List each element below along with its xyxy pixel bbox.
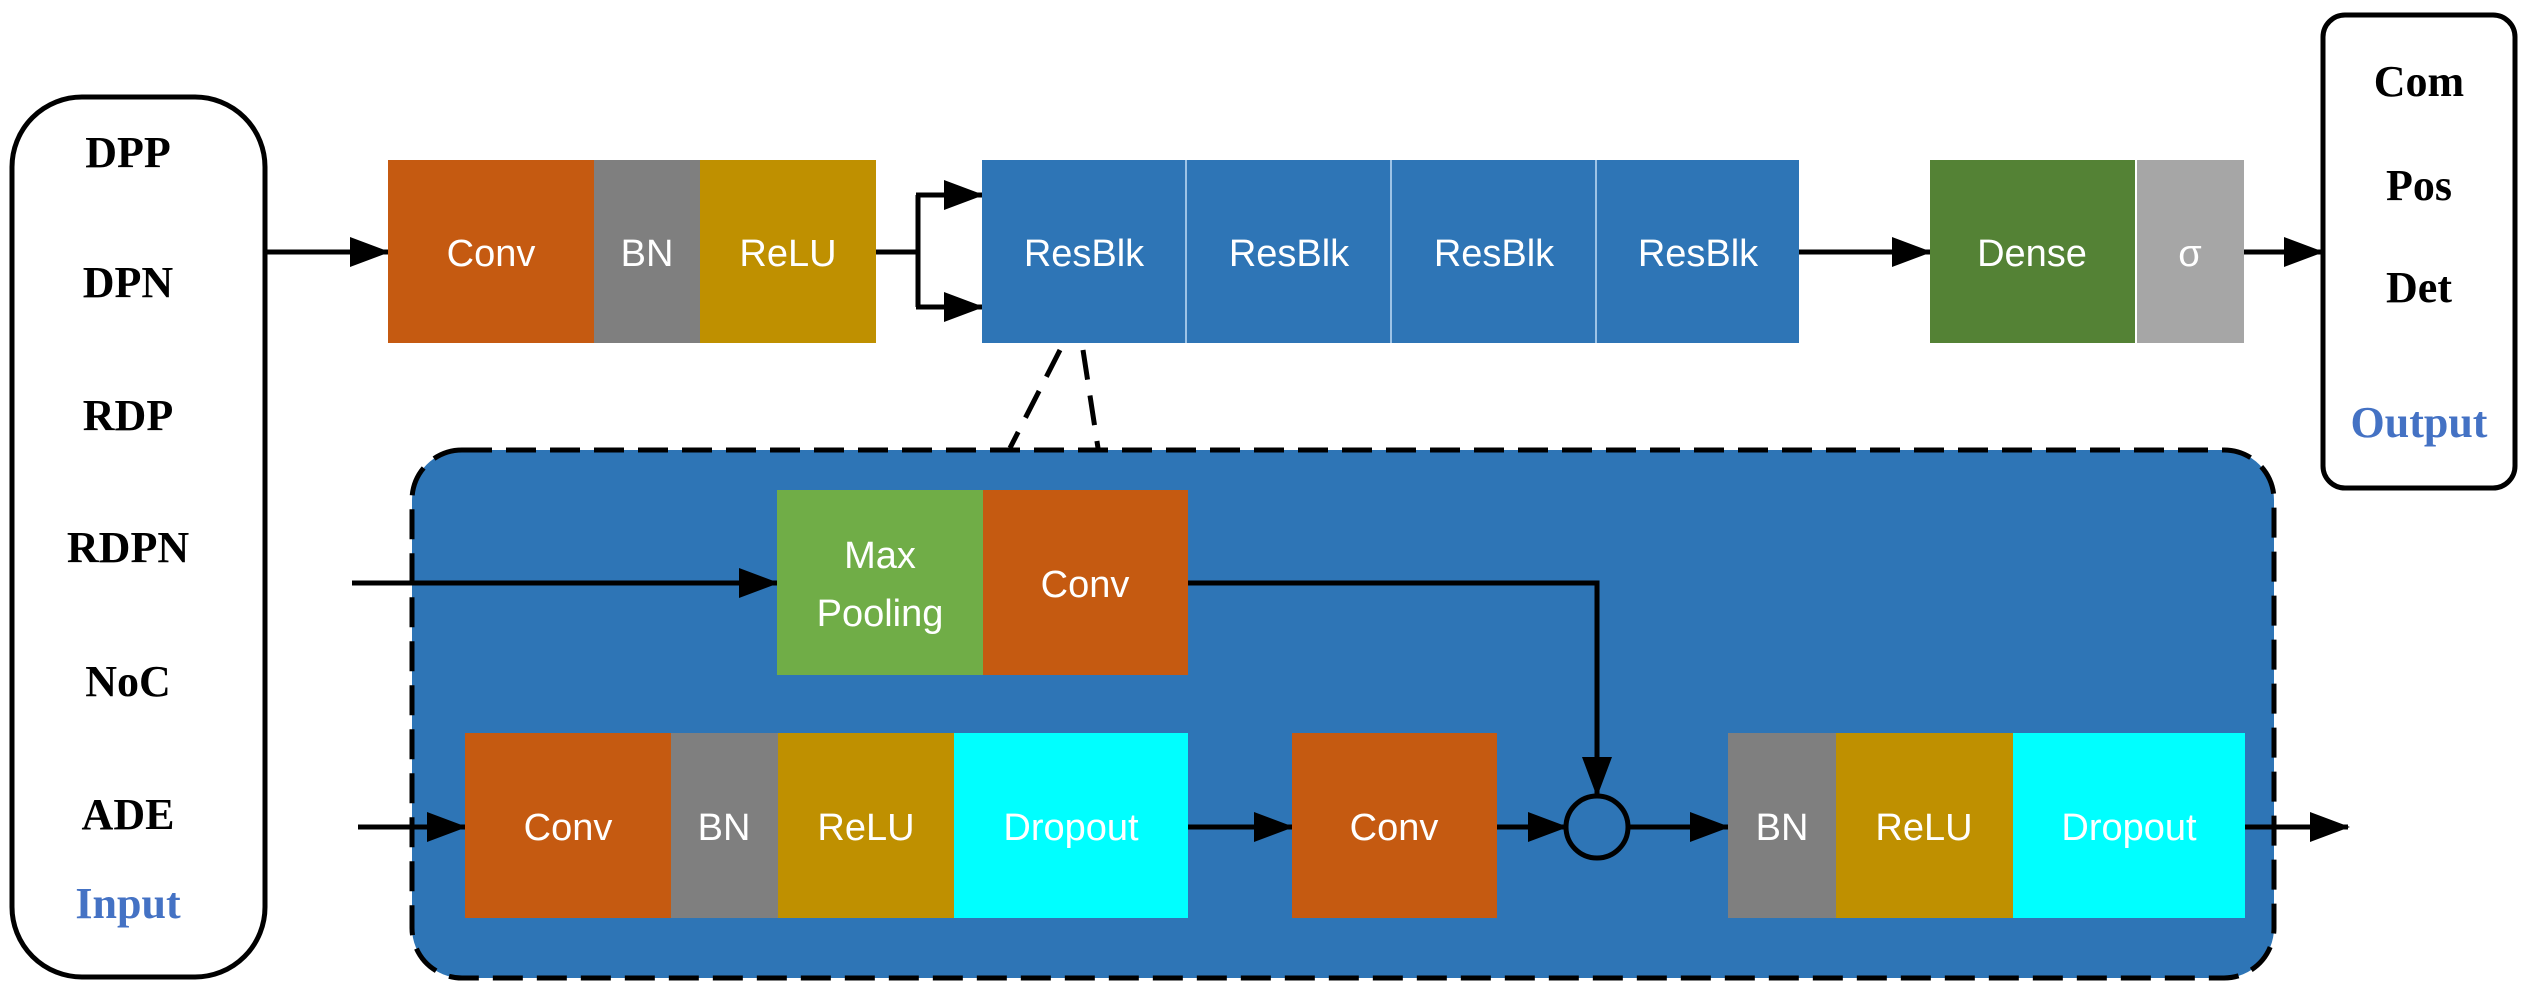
post-relu-box [1836, 733, 2013, 918]
stem-relu-label: ReLU [739, 233, 836, 275]
main-conv-label: Conv [524, 807, 613, 849]
sigma-box [2137, 160, 2244, 343]
main-bn-label: BN [698, 807, 751, 849]
shortcut-conv-box [983, 490, 1188, 675]
maxpool-label-line2: Pooling [817, 593, 944, 635]
input-caption: Input [75, 879, 181, 928]
arrow-shortcut-to-add [1188, 580, 1612, 797]
input-item-rdpn: RDPN [67, 523, 189, 572]
input-item-dpp: DPP [85, 128, 171, 177]
resblk-2: ResBlk [1229, 233, 1350, 275]
output-panel: Com Pos Det Output [2320, 12, 2518, 491]
output-caption: Output [2351, 398, 2488, 447]
stem-conv-box [388, 160, 594, 343]
dense-box [1930, 160, 2135, 343]
output-item-com: Com [2374, 57, 2464, 106]
main-relu-box [778, 733, 954, 918]
input-item-dpn: DPN [83, 258, 174, 307]
post-dropout-box [2013, 733, 2245, 918]
output-item-pos: Pos [2386, 161, 2452, 210]
output-panel-frame [2320, 12, 2518, 491]
resblk-1: ResBlk [1024, 233, 1145, 275]
stem-bn-label: BN [621, 233, 674, 275]
input-panel: DPP DPN RDP RDPN NoC ADE Input [9, 94, 268, 980]
head-block: Dense σ [1930, 160, 2244, 343]
stem-bn-box [594, 160, 700, 343]
stem-block: Conv BN ReLU [388, 160, 876, 343]
main-relu-label: ReLU [817, 807, 914, 849]
post-bn-label: BN [1756, 807, 1809, 849]
maxpool-box [777, 490, 983, 675]
post-relu-label: ReLU [1875, 807, 1972, 849]
input-panel-frame [9, 94, 268, 980]
dense-label: Dense [1977, 233, 2087, 275]
stem-relu-box [700, 160, 876, 343]
main-dropout-label: Dropout [1003, 807, 1139, 849]
main-bn-box [671, 733, 778, 918]
shortcut-conv-label: Conv [1041, 564, 1130, 606]
input-item-ade: ADE [82, 790, 175, 839]
input-item-rdp: RDP [83, 391, 173, 440]
resblk-4: ResBlk [1638, 233, 1759, 275]
sigma-label: σ [2178, 233, 2201, 275]
fork-arrows [876, 180, 984, 322]
output-item-det: Det [2386, 263, 2452, 312]
main-conv2-box [1292, 733, 1497, 918]
stem-conv-label: Conv [447, 233, 536, 275]
add-node [1563, 793, 1631, 861]
main-dropout-box [954, 733, 1188, 918]
zoom-connector [1007, 348, 1101, 450]
post-dropout-label: Dropout [2061, 807, 2197, 849]
resblock-detail-panel: Max Pooling Conv Conv BN ReLU Dropout Co… [352, 447, 2350, 981]
input-item-noc: NoC [85, 657, 171, 706]
post-bn-box [1728, 733, 1836, 918]
maxpool-label-line1: Max [844, 535, 916, 577]
resblock-row: ResBlk ResBlk ResBlk ResBlk [982, 160, 1799, 343]
main-conv-box [465, 733, 671, 918]
main-conv2-label: Conv [1350, 807, 1439, 849]
resblk-3: ResBlk [1434, 233, 1555, 275]
